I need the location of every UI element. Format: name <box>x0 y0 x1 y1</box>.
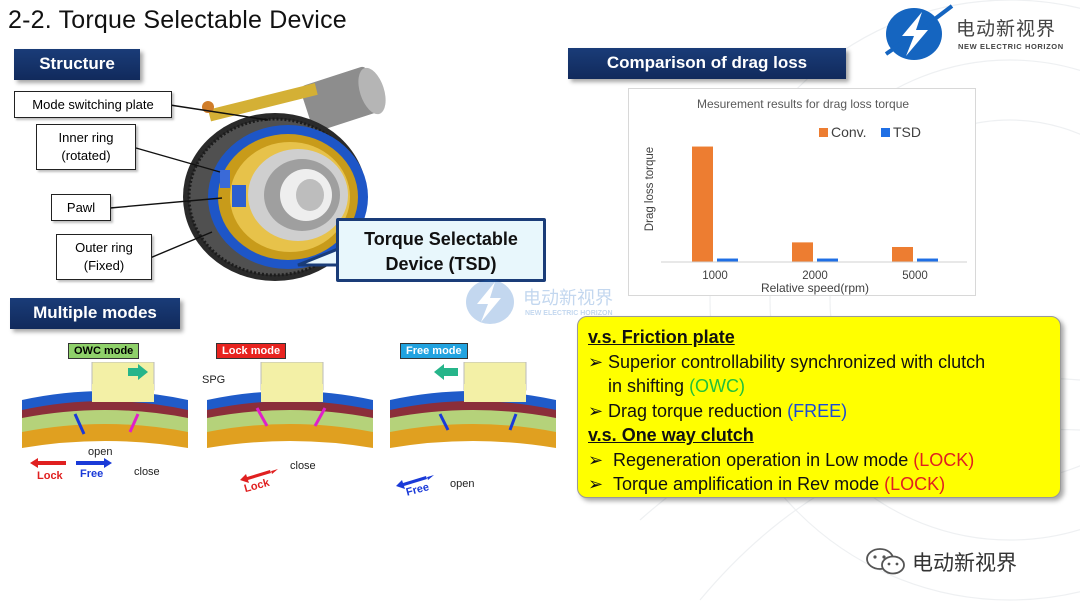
watermark-english: NEW ELECTRIC HORIZON <box>525 310 613 317</box>
arrow-bullet-icon: ➢ <box>588 474 604 494</box>
owc-close-label: close <box>134 466 160 478</box>
bar-tsd-5000 <box>917 258 938 262</box>
callout-inner-ring-text: Inner ring <box>58 130 114 145</box>
free-open-label: open <box>450 478 475 490</box>
x-tick-label: 2000 <box>802 270 828 282</box>
free-direction-arrow-icon <box>396 475 434 489</box>
chart-y-axis-label: Drag loss torque <box>644 147 656 231</box>
lock-direction-arrow-icon <box>240 469 278 483</box>
lock-tag-2: (LOCK) <box>884 474 946 494</box>
owc-item-regeneration-text: Regeneration operation in Low mode (LOCK… <box>608 448 974 473</box>
friction-plate-heading: v.s. Friction plate <box>588 327 735 347</box>
arrow-bullet-icon: ➢ <box>588 400 604 421</box>
tsd-callout: Torque Selectable Device (TSD) <box>336 218 546 282</box>
slide-title: 2-2. Torque Selectable Device <box>8 6 347 34</box>
bar-conv-1000 <box>692 146 713 262</box>
owc-tag: (OWC) <box>689 376 746 396</box>
owc-lock-label: Lock <box>37 470 63 482</box>
friction-item-drag-text: Drag torque reduction (FREE) <box>608 399 847 424</box>
wechat-account-name: 电动新视界 <box>912 551 1017 575</box>
watermark-chinese: 电动新视界 <box>523 288 613 309</box>
drag-loss-chart: Mesurement results for drag loss torque … <box>628 88 976 296</box>
lock-tag-1: (LOCK) <box>913 449 975 470</box>
callout-outer-ring-text: Outer ring <box>75 240 133 255</box>
callout-mode-switching-plate-text: Mode switching plate <box>32 96 154 112</box>
owc-mode-label: OWC mode <box>68 343 140 359</box>
callout-outer-ring: Outer ring (Fixed) <box>56 234 152 280</box>
lightning-logo-icon <box>884 4 954 60</box>
tsd-callout-line2: Device (TSD) <box>385 254 497 274</box>
owc-item-torque-line: Torque amplification in Rev mode <box>613 474 880 494</box>
logo-chinese-name: 电动新视界 <box>956 18 1057 40</box>
owc-item-regeneration-line: Regeneration operation in Low mode <box>613 449 909 470</box>
owc-direction-arrows-icon <box>30 458 112 468</box>
lock-mode-diagram <box>207 362 373 448</box>
x-tick-label: 1000 <box>702 270 728 282</box>
one-way-clutch-heading: v.s. One way clutch <box>588 425 754 445</box>
owc-item-torque: ➢ Torque amplification in Rev mode (LOCK… <box>588 472 1050 497</box>
callout-pawl: Pawl <box>51 194 111 221</box>
chart-x-axis-label: Relative speed(rpm) <box>761 281 869 295</box>
comparison-box: v.s. Friction plate ➢ Superior controlla… <box>577 316 1061 498</box>
wechat-account: 电动新视界 <box>864 546 1064 576</box>
owc-item-torque-text: Torque amplification in Rev mode (LOCK) <box>608 472 945 497</box>
bar-tsd-2000 <box>817 258 838 262</box>
friction-item-drag-line: Drag torque reduction <box>608 400 783 421</box>
structure-heading: Structure <box>14 49 140 80</box>
arrow-bullet-icon: ➢ <box>588 351 604 372</box>
tsd-structure-illustration <box>183 66 386 281</box>
owc-item-regeneration: ➢ Regeneration operation in Low mode (LO… <box>588 448 1050 473</box>
drag-loss-chart-svg: Mesurement results for drag loss torque … <box>644 97 967 295</box>
free-mode-diagram <box>390 362 556 448</box>
callout-leader-lines <box>109 104 269 259</box>
arrow-bullet-icon: ➢ <box>588 449 604 470</box>
bar-tsd-1000 <box>717 258 738 262</box>
friction-item-controllability-line2: in shifting <box>608 376 685 396</box>
chart-title: Mesurement results for drag loss torque <box>697 97 909 111</box>
legend-swatch-tsd <box>881 128 890 137</box>
callout-outer-ring-note: (Fixed) <box>83 258 125 273</box>
lock-mode-label: Lock mode <box>216 343 287 359</box>
friction-item-controllability-text: Superior controllability synchronized wi… <box>608 350 985 399</box>
callout-mode-switching-plate: Mode switching plate <box>14 91 172 118</box>
free-tag: (FREE) <box>787 400 848 421</box>
friction-item-drag: ➢ Drag torque reduction (FREE) <box>588 399 1050 424</box>
friction-item-controllability: ➢ Superior controllability synchronized … <box>588 350 1050 399</box>
owc-free-label: Free <box>80 468 104 480</box>
legend-swatch-conv <box>819 128 828 137</box>
multiple-modes-heading: Multiple modes <box>10 298 180 329</box>
watermark: 电动新视界 NEW ELECTRIC HORIZON <box>455 270 655 330</box>
callout-pawl-text: Pawl <box>66 199 96 215</box>
drag-loss-heading: Comparison of drag loss <box>568 48 846 79</box>
logo-english-name: NEW ELECTRIC HORIZON <box>958 42 1064 51</box>
x-tick-label: 5000 <box>902 270 928 282</box>
legend-label-tsd: TSD <box>893 124 921 140</box>
bar-conv-5000 <box>892 246 913 262</box>
lock-close-label: close <box>290 460 316 472</box>
legend-label-conv: Conv. <box>831 124 867 140</box>
owc-mode-diagram <box>22 362 188 448</box>
tsd-callout-line1: Torque Selectable <box>364 229 518 249</box>
callout-inner-ring-note: (rotated) <box>61 148 111 163</box>
owc-open-label: open <box>88 446 113 458</box>
bar-conv-2000 <box>792 242 813 262</box>
watermark-logo-icon <box>466 280 514 324</box>
friction-item-controllability-line1: Superior controllability synchronized wi… <box>608 351 986 372</box>
wechat-icon <box>866 548 905 575</box>
lock-spg-label: SPG <box>202 374 226 386</box>
free-mode-label: Free mode <box>400 343 468 359</box>
brand-logo: 电动新视界 NEW ELECTRIC HORIZON <box>878 2 1078 64</box>
callout-inner-ring: Inner ring (rotated) <box>36 124 136 170</box>
